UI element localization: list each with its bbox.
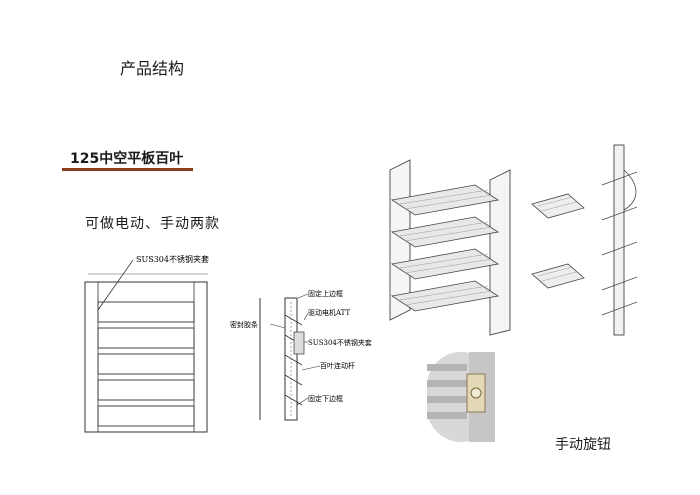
page-title: 产品结构 [120, 59, 185, 78]
label-bottom-frame: 固定下边框 [308, 394, 343, 403]
section-drawing: 固定上边框 驱动电机ATT 密封胶条 SUS304不锈钢夹套 百叶连动杆 固定下… [230, 289, 372, 421]
front-elevation-drawing: SUS304不锈钢夹套 [84, 254, 209, 433]
label-linkage: 百叶连动杆 [320, 361, 355, 370]
label-motor: 驱动电机ATT [308, 308, 350, 317]
label-top-frame: 固定上边框 [308, 289, 343, 298]
product-subtitle: 125中空平板百叶 [70, 151, 184, 167]
label-sus: SUS304不锈钢夹套 [308, 338, 372, 347]
sus-label-front: SUS304不锈钢夹套 [136, 254, 209, 264]
variants-text: 可做电动、手动两款 [85, 216, 220, 232]
knob-caption: 手动旋钮 [555, 437, 611, 453]
label-seal: 密封胶条 [230, 320, 258, 329]
side-rail-drawing [601, 144, 638, 336]
manual-knob-photo [427, 352, 495, 442]
subtitle-underline [62, 168, 193, 171]
louver-isometric-drawing [389, 159, 511, 336]
blade-profile-drawing [531, 193, 585, 289]
